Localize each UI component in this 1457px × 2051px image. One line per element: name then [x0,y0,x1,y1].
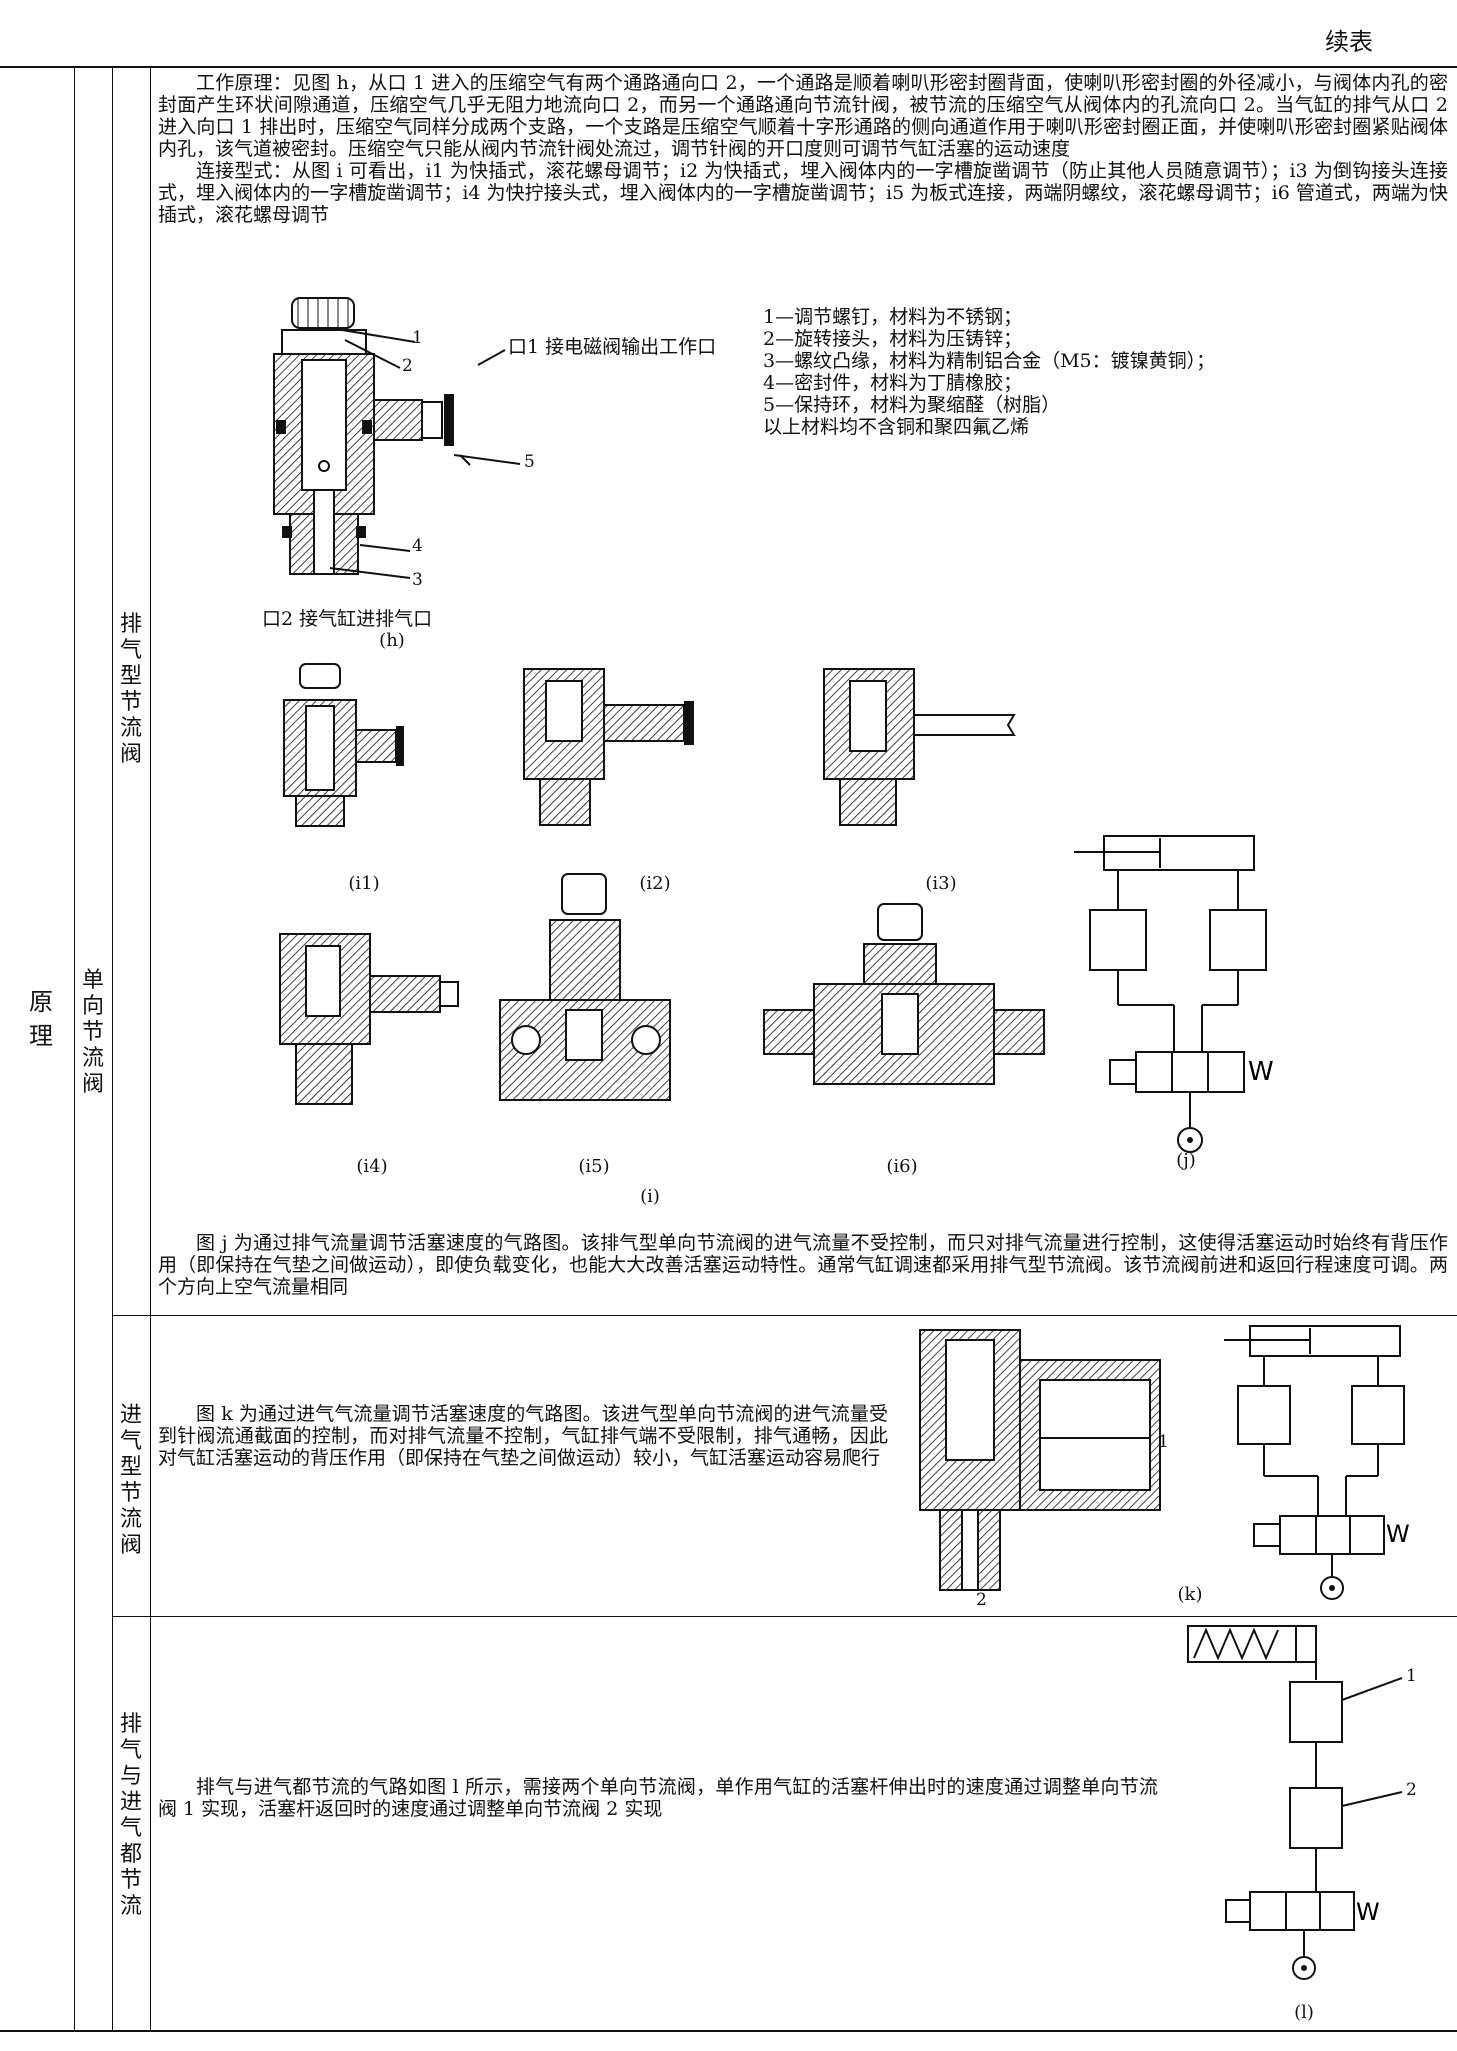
port2-label: 口2 接气缸进排气口 [262,608,433,630]
legend-item-1: 1—调节螺钉，材料为不锈钢； [763,306,1023,328]
figure-i2-caption: (i2) [639,873,671,894]
table-bottom-rule [0,2030,1457,2032]
figure-i4-caption: (i4) [356,1156,388,1177]
exhaust-type-title: 排气型节流阀 [119,612,142,767]
intake-callout-1: 1 [1158,1432,1169,1452]
figure-j-caption: (j) [1176,1150,1196,1171]
figure-i6-valve [763,903,1045,1085]
legend-item-6: 以上材料均不含铜和聚四氟乙烯 [763,416,1030,438]
col-rule-3 [150,66,151,2030]
figure-i1-valve [283,663,404,827]
figure-i1-caption: (i1) [348,873,380,894]
connection-type-paragraph: 连接型式：从图 i 可看出，i1 为快插式，滚花螺母调节；i2 为快插式，埋入阀… [158,160,1448,226]
figure-i-caption: (i) [640,1186,660,1207]
both-throttle-paragraph: 排气与进气都节流的气路如图 l 所示，需接两个单向节流阀，单作用气缸的活塞杆伸出… [158,1776,1158,1820]
intake-type-title: 进气型节流阀 [119,1403,142,1558]
figure-k-valve [919,1329,1161,1591]
figure-i6-caption: (i6) [886,1156,918,1177]
figure-i3-caption: (i3) [925,873,957,894]
figure-i4-valve [279,933,459,1105]
intake-callout-2: 2 [976,1590,987,1610]
col-rule-2 [112,66,113,2030]
exhaust-circuit-paragraph: 图 j 为通过排气流量调节活塞速度的气路图。该排气型单向节流阀的进气流量不受控制… [158,1232,1448,1298]
one-way-throttle-title: 单向节流阀 [81,968,104,1097]
figure-k-circuit: W [1224,1325,1410,1600]
legend-item-4: 4—密封件，材料为丁腈橡胶； [763,372,1023,394]
col-rule-1 [74,66,75,2030]
figure-l-caption: (l) [1294,2002,1314,2023]
figure-l-circuit: W [1187,1625,1403,1980]
both-throttle-title: 排气与进气都节流 [119,1712,142,1919]
working-principle-paragraph: 工作原理：见图 h，从口 1 进入的压缩空气有两个通路通向口 2，一个通路是顺着… [158,72,1448,160]
callout-1: 1 [412,328,423,348]
svg-text:W: W [1248,1057,1274,1087]
continued-label: 续表 [1325,28,1373,56]
callout-3: 3 [412,570,423,590]
svg-text:W: W [1356,1898,1380,1926]
both-callout-1: 1 [1406,1666,1417,1686]
svg-text:W: W [1386,1520,1410,1548]
both-callout-2: 2 [1406,1780,1417,1800]
working-principle-text: 工作原理：见图 h，从口 1 进入的压缩空气有两个通路通向口 2，一个通路是顺着… [158,72,1448,226]
figure-i3-valve [823,668,1016,826]
parts-legend: 1—调节螺钉，材料为不锈钢； 2—旋转接头，材料为压铸锌； 3—螺纹凸缘，材料为… [763,306,1363,438]
figure-j-circuit: W [1074,835,1274,1153]
table-top-rule [0,66,1457,68]
intake-paragraph: 图 k 为通过进气气流量调节活塞速度的气路图。该进气型单向节流阀的进气流量受到针… [158,1403,888,1469]
legend-item-5: 5—保持环，材料为聚缩醛（树脂） [763,394,1061,416]
callout-4: 4 [412,536,423,556]
figure-i2-valve [523,668,694,826]
row-rule-1 [112,1315,1457,1316]
figure-h-caption: (h) [379,630,405,651]
port1-label: 口1 接电磁阀输出工作口 [508,336,717,358]
legend-item-3: 3—螺纹凸缘，材料为精制铝合金（M5：镀镍黄铜）； [763,350,1216,372]
figure-k-caption: (k) [1177,1584,1203,1605]
figure-h-valve-section [273,297,454,575]
callout-2: 2 [402,356,413,376]
figure-i5-caption: (i5) [578,1156,610,1177]
legend-item-2: 2—旋转接头，材料为压铸锌； [763,328,1023,350]
callout-5: 5 [524,452,535,472]
row-rule-2 [112,1616,1457,1617]
figure-i5-valve [499,873,671,1101]
